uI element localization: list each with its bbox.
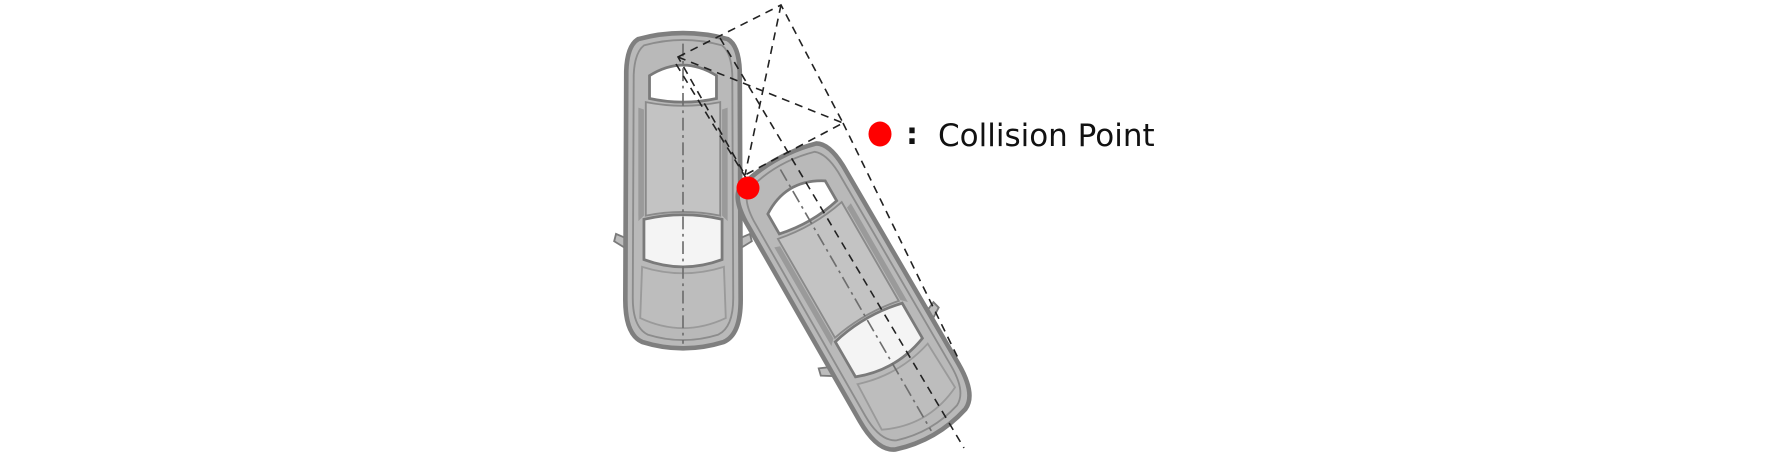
legend-label: Collision Point [938,118,1155,154]
vehicle-left [614,33,752,348]
vehicle-right [716,126,992,465]
collision-guide-lines [675,3,965,449]
legend-marker-icon [868,121,892,147]
legend-separator: : [906,117,918,152]
collision-point-marker [736,176,760,200]
legend: : Collision Point [868,117,1155,154]
